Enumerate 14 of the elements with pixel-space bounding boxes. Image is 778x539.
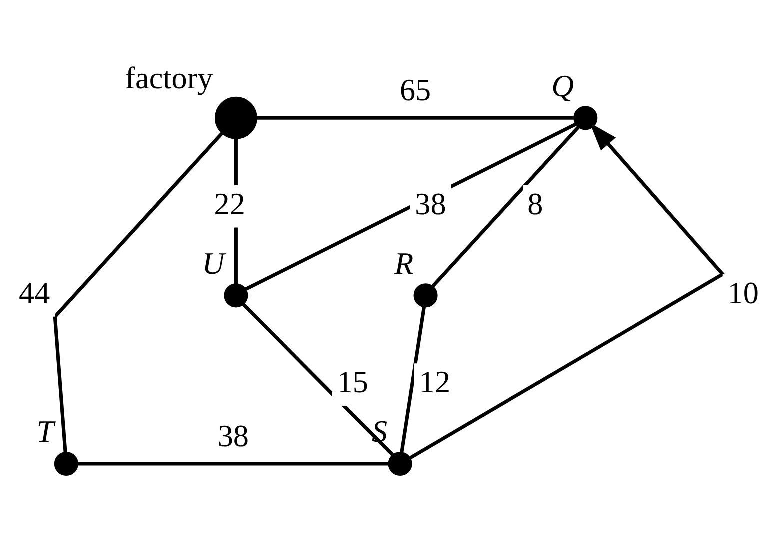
node-label: R [394,246,414,281]
edge-label: 38 [218,418,249,454]
node-label: U [202,246,225,281]
edge-label: 22 [214,186,246,222]
edge-label: 44 [19,276,50,311]
edge-label: 12 [419,364,451,400]
node-label: factory [125,60,214,96]
edge-label: 38 [415,186,446,222]
edge-label: 15 [337,364,368,400]
edge-label: 65 [400,72,432,108]
edge-label: 8 [528,186,544,222]
node-label: Q [552,68,574,104]
node-label: T [36,414,54,450]
edge-label: 10 [728,276,759,311]
